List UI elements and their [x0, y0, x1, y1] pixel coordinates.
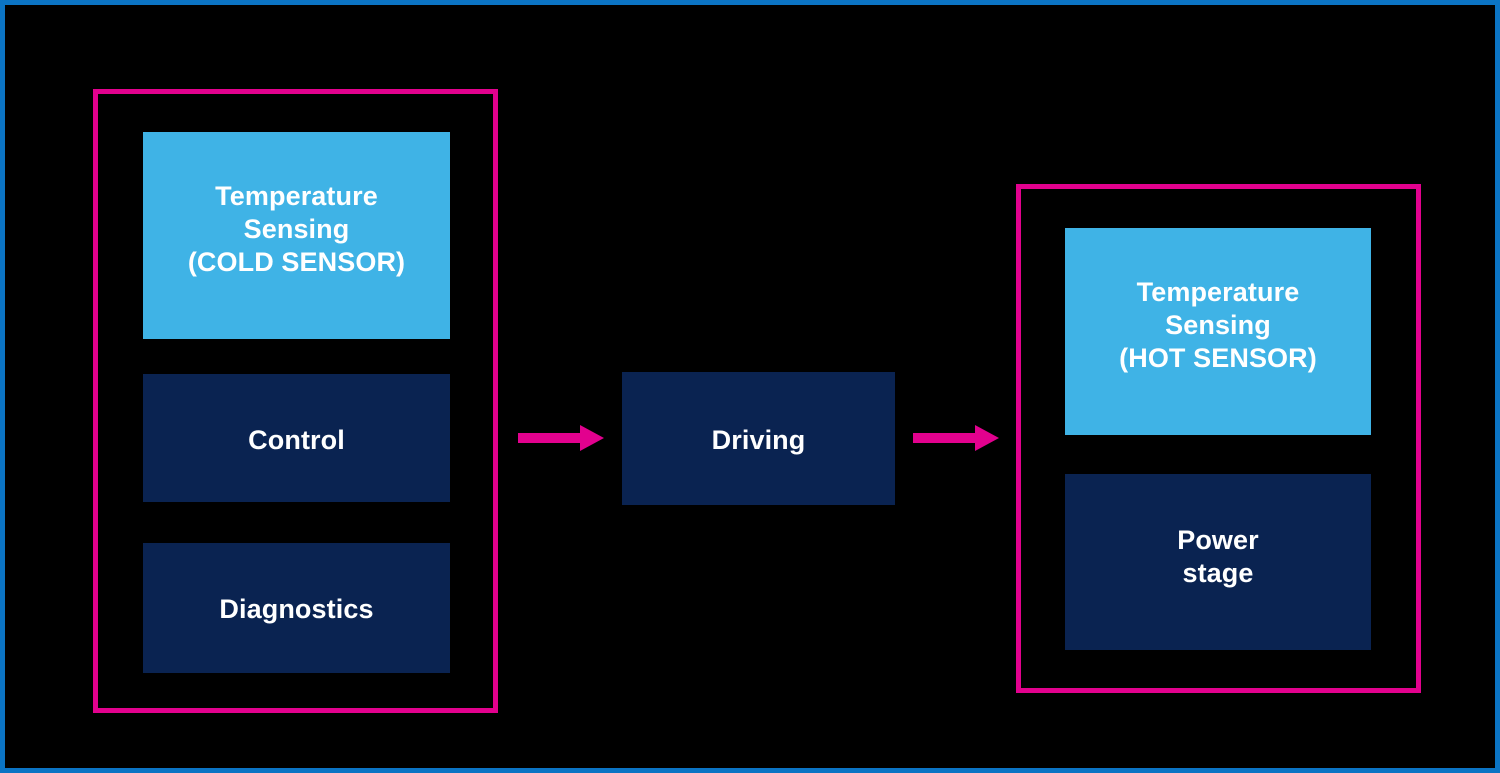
- block-control[interactable]: Control: [143, 374, 450, 502]
- arrow-control-to-driving: [518, 423, 604, 453]
- block-driving[interactable]: Driving: [622, 372, 895, 505]
- group-frame-power: [1016, 184, 1421, 693]
- block-hot-sensor[interactable]: Temperature Sensing (HOT SENSOR): [1065, 228, 1371, 435]
- block-cold-sensor[interactable]: Temperature Sensing (COLD SENSOR): [143, 132, 450, 339]
- arrow-driving-to-power: [913, 423, 999, 453]
- group-frame-controller: [93, 89, 498, 713]
- block-diagnostics[interactable]: Diagnostics: [143, 543, 450, 673]
- block-power-stage[interactable]: Power stage: [1065, 474, 1371, 650]
